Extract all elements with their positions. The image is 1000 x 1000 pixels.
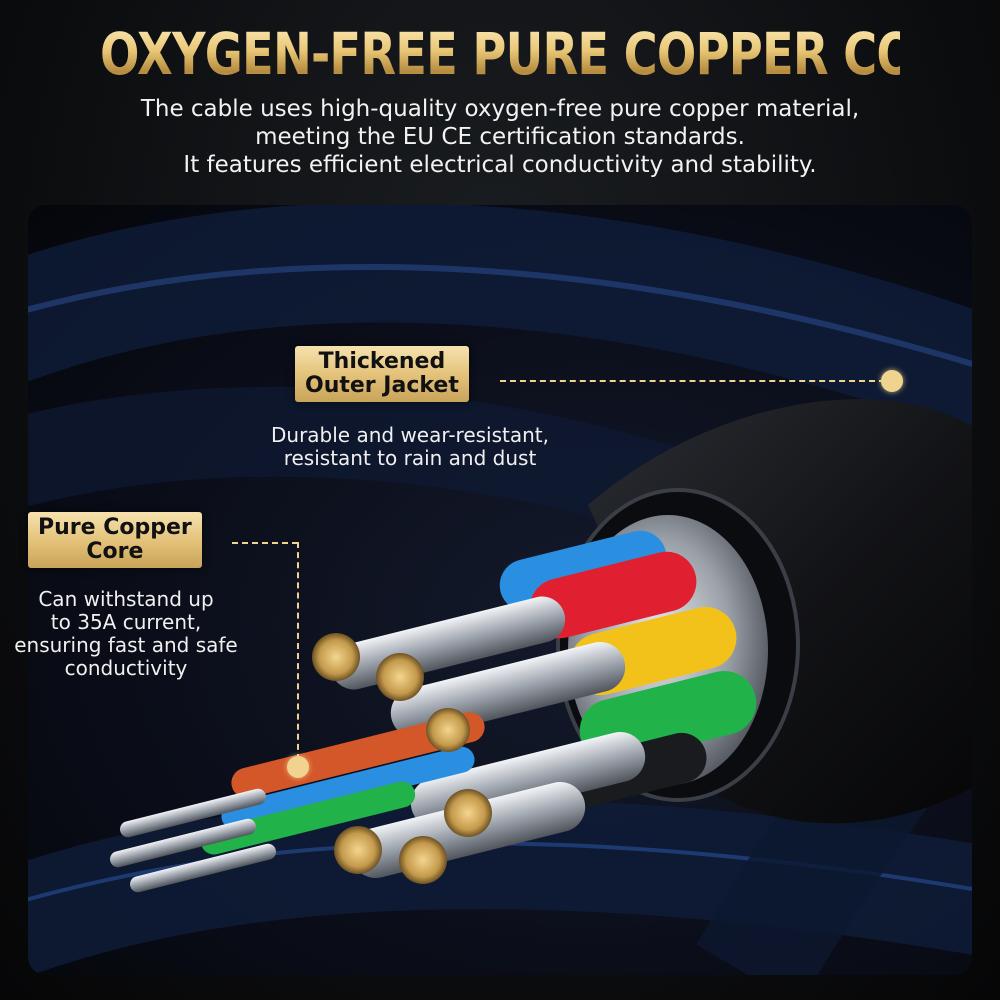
description: The cable uses high-quality oxygen-free …	[0, 95, 1000, 179]
outer-jacket-label-line: Thickened	[318, 349, 446, 374]
copper-core-label-line: Pure Copper	[38, 515, 192, 540]
outer-jacket-marker-dot	[881, 370, 903, 392]
copper-core-note-line: to 35A current,	[50, 610, 202, 634]
description-line: The cable uses high-quality oxygen-free …	[140, 96, 860, 122]
outer-jacket-leader-line	[500, 380, 885, 382]
copper-core-note: Can withstand up to 35A current, ensurin…	[0, 588, 252, 680]
headline: OXYGEN-FREE PURE COPPER CORE	[100, 20, 982, 88]
copper-core-note-line: ensuring fast and safe	[14, 633, 238, 657]
copper-core-leader-line-v	[297, 542, 299, 760]
outer-jacket-note: Durable and wear-resistant, resistant to…	[220, 424, 600, 470]
copper-core-marker-dot	[287, 756, 309, 778]
outer-jacket-note-line: resistant to rain and dust	[283, 446, 537, 470]
copper-core-note-line: conductivity	[64, 656, 188, 680]
cable-illustration	[28, 205, 972, 975]
cable-cross-section-photo	[28, 205, 972, 975]
copper-core-label-line: Core	[86, 539, 144, 564]
description-line: meeting the EU CE certification standard…	[255, 124, 745, 150]
copper-core-leader-line-h	[232, 542, 298, 544]
outer-jacket-note-line: Durable and wear-resistant,	[271, 423, 549, 447]
outer-jacket-label: Thickened Outer Jacket	[295, 346, 469, 402]
outer-jacket-label-line: Outer Jacket	[305, 373, 459, 398]
description-line: It features efficient electrical conduct…	[183, 152, 817, 178]
copper-core-note-line: Can withstand up	[38, 587, 214, 611]
copper-core-label: Pure Copper Core	[28, 512, 202, 568]
